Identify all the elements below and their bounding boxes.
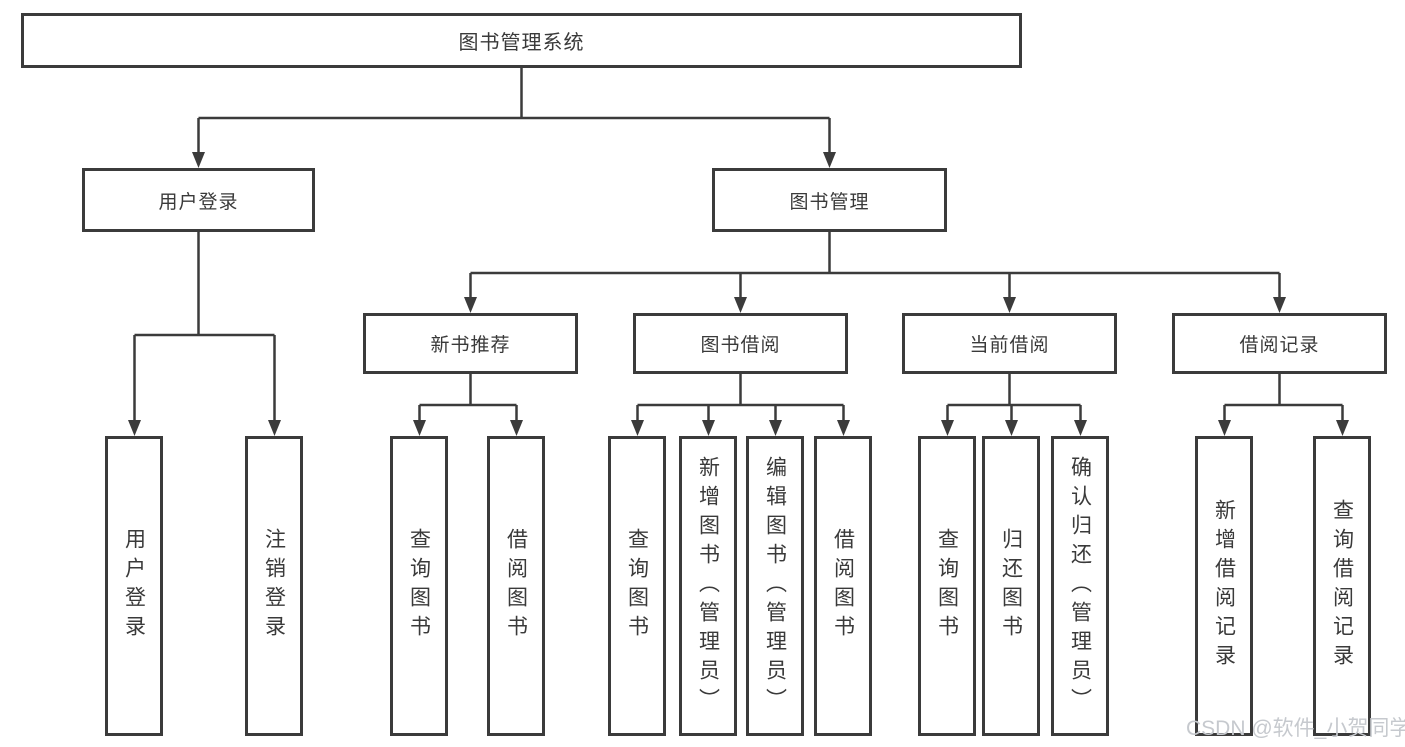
leaf-label: 查询图书 — [625, 528, 649, 644]
node-label: 图书管理系统 — [458, 32, 585, 54]
leaf-edit-books-admin: 编辑图书（管理员） — [746, 436, 804, 736]
node-user-login: 用户登录 — [82, 168, 315, 232]
leaf-label: 归还图书 — [999, 528, 1023, 644]
leaf-query-books-current: 查询图书 — [918, 436, 976, 736]
leaf-query-books-borrowing: 查询图书 — [608, 436, 666, 736]
node-new-book-recommendation: 新书推荐 — [363, 313, 578, 374]
leaf-label: 注销登录 — [262, 528, 286, 644]
leaf-confirm-return-admin: 确认归还（管理员） — [1051, 436, 1109, 736]
leaf-borrow-books-recommend: 借阅图书 — [487, 436, 545, 736]
node-label: 图书借阅 — [700, 335, 781, 356]
leaf-label: 借阅图书 — [831, 528, 855, 644]
csdn-watermark: CSDN @软件_小贺同学 — [1186, 717, 1405, 740]
leaf-logout: 注销登录 — [245, 436, 303, 736]
node-current-borrowing: 当前借阅 — [902, 313, 1117, 374]
leaf-label: 用户登录 — [122, 528, 146, 644]
leaf-add-borrow-record: 新增借阅记录 — [1195, 436, 1253, 736]
leaf-query-borrow-record: 查询借阅记录 — [1313, 436, 1371, 736]
leaf-add-books-admin: 新增图书（管理员） — [679, 436, 737, 736]
node-label: 借阅记录 — [1239, 335, 1320, 356]
leaf-user-login: 用户登录 — [105, 436, 163, 736]
node-label: 当前借阅 — [969, 335, 1050, 356]
leaf-label: 查询图书 — [407, 528, 431, 644]
leaf-label: 新增图书（管理员） — [696, 455, 720, 717]
leaf-query-books-recommend: 查询图书 — [390, 436, 448, 736]
leaf-return-books: 归还图书 — [982, 436, 1040, 736]
leaf-label: 编辑图书（管理员） — [763, 455, 787, 717]
node-book-management: 图书管理 — [712, 168, 947, 232]
node-borrowing-records: 借阅记录 — [1172, 313, 1387, 374]
leaf-label: 新增借阅记录 — [1212, 499, 1236, 673]
leaf-borrow-books: 借阅图书 — [814, 436, 872, 736]
node-label: 图书管理 — [789, 191, 870, 213]
leaf-label: 确认归还（管理员） — [1068, 455, 1092, 717]
leaf-label: 借阅图书 — [504, 528, 528, 644]
node-book-borrowing: 图书借阅 — [633, 313, 848, 374]
node-label: 用户登录 — [158, 191, 239, 213]
node-label: 新书推荐 — [430, 335, 511, 356]
leaf-label: 查询图书 — [935, 528, 959, 644]
leaf-label: 查询借阅记录 — [1330, 499, 1354, 673]
node-library-management-system: 图书管理系统 — [21, 13, 1022, 68]
